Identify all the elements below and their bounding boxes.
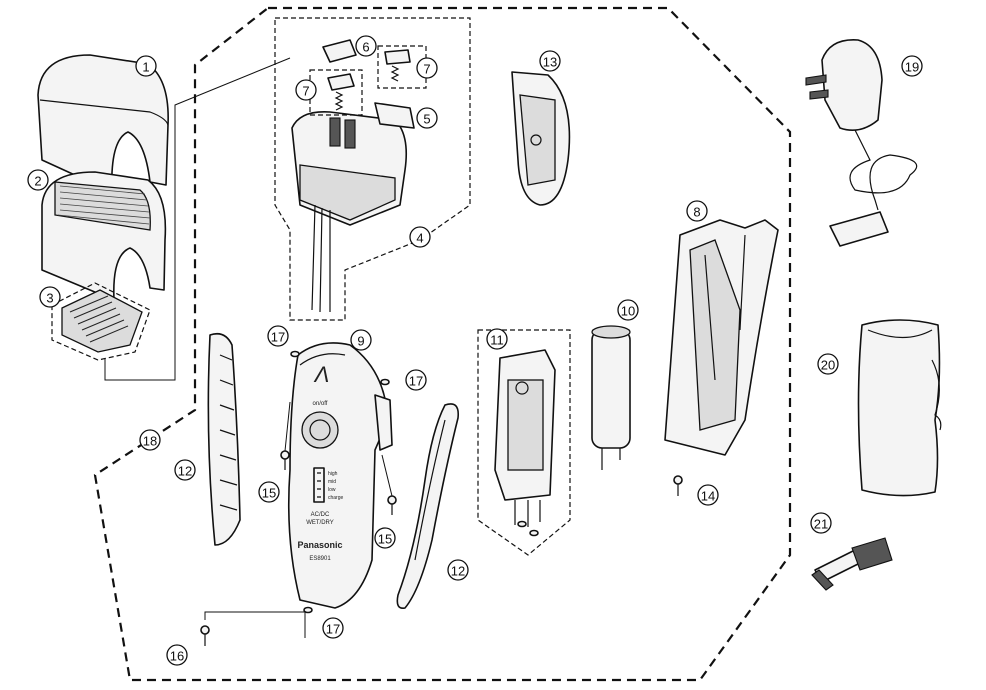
svg-text:21: 21 bbox=[814, 517, 828, 532]
callout-5: 5 bbox=[416, 107, 438, 129]
screw-15-right bbox=[381, 454, 397, 515]
power-switch bbox=[301, 411, 339, 449]
ac-adaptor bbox=[805, 39, 918, 247]
callout-13: 13 bbox=[539, 50, 561, 72]
pc-board bbox=[494, 349, 556, 527]
callout-7b: 7 bbox=[295, 79, 317, 101]
battery bbox=[591, 325, 631, 470]
body-model-line2: WET/DRY bbox=[306, 520, 334, 526]
svg-text:15: 15 bbox=[378, 532, 392, 547]
svg-text:2: 2 bbox=[34, 174, 41, 189]
svg-text:15: 15 bbox=[262, 486, 276, 501]
callout-21: 21 bbox=[810, 512, 832, 534]
head-holder bbox=[511, 71, 571, 206]
svg-text:13: 13 bbox=[543, 55, 557, 70]
pcb-group-outline bbox=[477, 329, 571, 556]
svg-text:18: 18 bbox=[143, 434, 157, 449]
svg-text:16: 16 bbox=[170, 649, 184, 664]
body-model-line1: AC/DC bbox=[311, 512, 330, 518]
body-logo: Λ bbox=[313, 362, 330, 387]
callout-12a: 12 bbox=[174, 459, 196, 481]
screw-14 bbox=[673, 475, 683, 496]
callout-14: 14 bbox=[697, 484, 719, 506]
svg-text:7: 7 bbox=[423, 62, 430, 77]
screw-16 bbox=[200, 611, 306, 646]
grip-right bbox=[396, 403, 460, 610]
svg-text:19: 19 bbox=[905, 60, 919, 75]
body-level-charge: charge bbox=[328, 495, 344, 501]
svg-text:14: 14 bbox=[701, 489, 715, 504]
body-brand: Panasonic bbox=[297, 540, 342, 550]
callout-17c: 17 bbox=[322, 617, 344, 639]
motor-head-unit bbox=[291, 102, 415, 313]
grip-left bbox=[207, 332, 241, 546]
foil-frame bbox=[41, 171, 167, 301]
callout-2: 2 bbox=[27, 169, 49, 191]
body-level-high: high bbox=[328, 471, 338, 477]
svg-text:11: 11 bbox=[490, 333, 504, 348]
svg-text:4: 4 bbox=[416, 231, 423, 246]
main-body: Λ on/off high mid low charge AC/DC WET/D… bbox=[287, 342, 389, 609]
callout-1: 1 bbox=[135, 55, 157, 77]
svg-text:17: 17 bbox=[271, 330, 285, 345]
callout-9: 9 bbox=[350, 329, 372, 351]
o-rings bbox=[290, 350, 539, 614]
svg-text:8: 8 bbox=[693, 205, 700, 220]
callout-10: 10 bbox=[617, 299, 639, 321]
callout-8: 8 bbox=[686, 200, 708, 222]
callout-6: 6 bbox=[355, 35, 377, 57]
spring-clips bbox=[309, 39, 427, 116]
body-switch-text: on/off bbox=[313, 401, 328, 407]
callout-17b: 17 bbox=[405, 369, 427, 391]
side-cover bbox=[374, 394, 393, 451]
screw-15-left bbox=[280, 401, 291, 470]
callout-18: 18 bbox=[139, 429, 161, 451]
back-case bbox=[664, 219, 779, 456]
callout-11: 11 bbox=[486, 328, 508, 350]
svg-text:12: 12 bbox=[178, 464, 192, 479]
callout-15b: 15 bbox=[374, 527, 396, 549]
inner-blades bbox=[51, 57, 291, 381]
head-unit-group-outline bbox=[274, 17, 471, 321]
callout-3: 3 bbox=[39, 286, 61, 308]
callout-7a: 7 bbox=[416, 57, 438, 79]
svg-text:5: 5 bbox=[423, 112, 430, 127]
callout-12b: 12 bbox=[447, 559, 469, 581]
callout-15a: 15 bbox=[258, 481, 280, 503]
svg-text:20: 20 bbox=[821, 358, 835, 373]
cleaning-brush bbox=[811, 537, 893, 591]
callout-4: 4 bbox=[409, 226, 431, 248]
svg-text:17: 17 bbox=[409, 374, 423, 389]
assembly-outline bbox=[93, 6, 792, 682]
body-level-low: low bbox=[328, 487, 336, 493]
pouch bbox=[857, 319, 942, 497]
callout-19: 19 bbox=[901, 55, 923, 77]
callout-17a: 17 bbox=[267, 325, 289, 347]
svg-text:6: 6 bbox=[362, 40, 369, 55]
body-model: ES8901 bbox=[309, 556, 331, 562]
charge-indicator bbox=[313, 467, 325, 503]
svg-text:7: 7 bbox=[302, 84, 309, 99]
body-level-mid: mid bbox=[328, 479, 336, 485]
callout-16: 16 bbox=[166, 644, 188, 666]
svg-text:17: 17 bbox=[326, 622, 340, 637]
svg-text:10: 10 bbox=[621, 304, 635, 319]
svg-text:12: 12 bbox=[451, 564, 465, 579]
svg-text:3: 3 bbox=[46, 291, 53, 306]
svg-text:9: 9 bbox=[357, 334, 364, 349]
svg-text:1: 1 bbox=[142, 60, 149, 75]
callout-20: 20 bbox=[817, 353, 839, 375]
outer-foil-frame bbox=[37, 54, 169, 193]
